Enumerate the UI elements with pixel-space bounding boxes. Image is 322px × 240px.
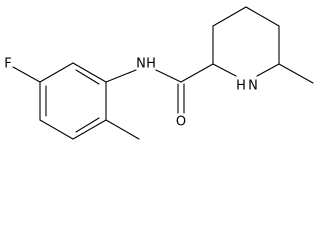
ring-bond [245,6,280,27]
ring-bond [39,62,74,83]
ring-hydrogen-label: H [236,79,246,94]
benzene-ring [39,62,107,140]
ring-bond [212,6,247,27]
ring-nh-label: N H [236,79,258,94]
aryl-n-bond [105,69,137,83]
ring-double-bond [75,69,100,85]
chemical-structure: F N H O N H [4,6,314,140]
fluorine-label: F [4,57,11,72]
n-carbonyl-bond [155,69,182,83]
ring-bond [256,63,280,77]
carbonyl-ring-bond [180,63,214,83]
piperidine-ring [212,6,280,77]
ring-bond [39,119,74,140]
amide-nitrogen-label: N [136,57,146,72]
amide-hydrogen-label: H [146,57,156,72]
amide-nh-label: N H [136,57,156,72]
c-f-bond [12,66,41,83]
ring-bond [212,63,237,77]
ring-double-bond [75,117,100,133]
ring-bond [72,119,107,140]
aryl-methyl-bond [105,119,140,140]
oxygen-label: O [176,115,186,130]
ring-nitrogen-label: N [248,79,258,94]
ring-methyl-bond [278,63,314,84]
ring-bond [72,62,107,83]
